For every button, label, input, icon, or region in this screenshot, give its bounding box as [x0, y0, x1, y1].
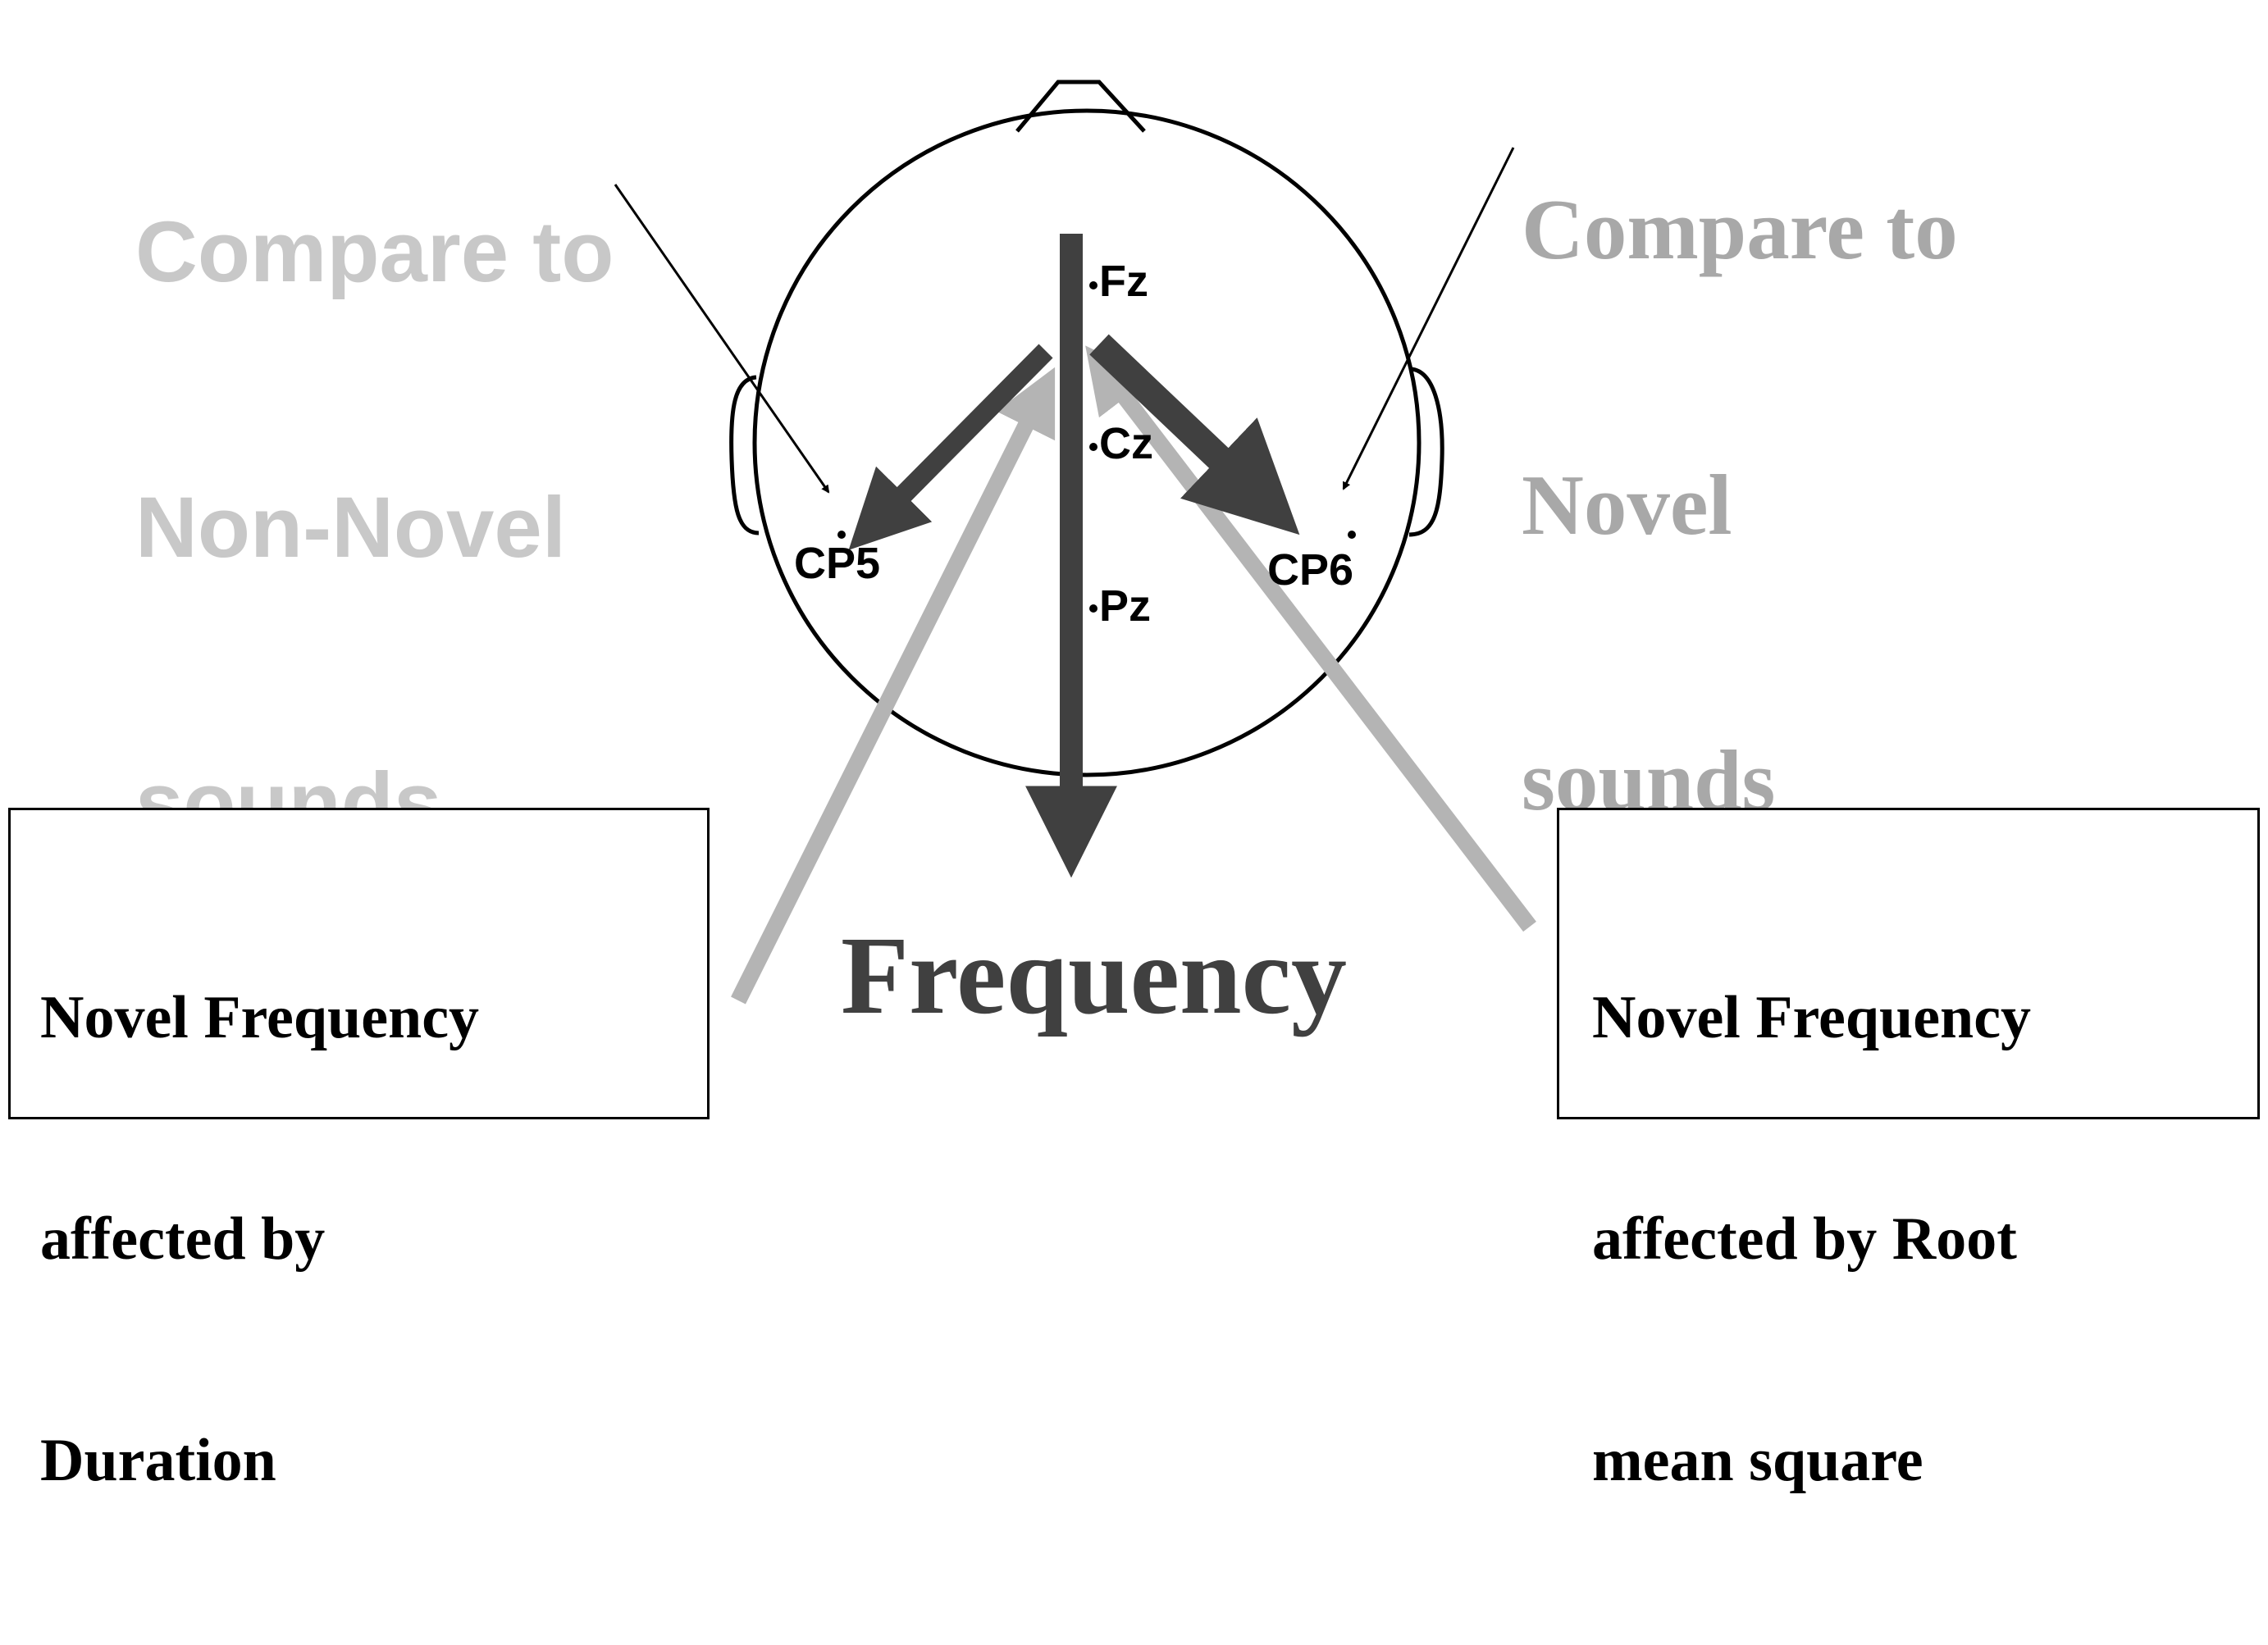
note-line: Compare to — [1522, 181, 1958, 277]
rms-effect-box: Novel Frequency affected by Root mean sq… — [1557, 808, 2260, 1494]
fz-dot — [1089, 281, 1097, 289]
duration-effect-box: Novel Frequency affected by Duration — [8, 808, 710, 1494]
left-ear-outline — [729, 375, 760, 535]
cz-dot — [1089, 443, 1097, 451]
box-line: Novel Frequency — [1592, 984, 2032, 1051]
cp6-arrow — [1089, 334, 1300, 535]
note-line: Non-Novel — [135, 480, 566, 576]
electrode-label-cp5: CP5 — [794, 539, 881, 588]
cp5-arrow — [848, 344, 1053, 550]
box-line: affected by Root — [1592, 1205, 2017, 1273]
scalp-outline — [752, 108, 1421, 777]
diagram-canvas: Compare to Non-Novel sounds Compare to N… — [8, 0, 2260, 1494]
cp5-dot — [837, 531, 846, 539]
cp6-dot — [1348, 531, 1356, 539]
electrode-label-fz: Fz — [1099, 257, 1148, 306]
box-line: affected by — [40, 1205, 326, 1273]
box-line: mean square — [1592, 1427, 1923, 1494]
box-line: Novel Frequency — [40, 984, 480, 1051]
duration-arrow — [731, 367, 1056, 1005]
note-line: Compare to — [135, 204, 614, 300]
right-note-pointer — [1342, 147, 1515, 490]
novel-comparison-note: Compare to Novel sounds — [1522, 0, 1958, 1010]
electrode-label-pz: Pz — [1099, 581, 1152, 631]
box-line: Duration — [40, 1427, 276, 1494]
nose-outline — [1015, 80, 1146, 133]
head-diagram — [614, 80, 1536, 1005]
frequency-label: Frequency — [841, 914, 1347, 1037]
left-note-pointer — [614, 184, 830, 494]
electrode-label-cz: Cz — [1099, 419, 1153, 468]
right-ear-outline — [1408, 367, 1444, 537]
electrode-label-cp6: CP6 — [1267, 545, 1354, 595]
pz-dot — [1089, 604, 1097, 613]
note-line: Novel — [1522, 457, 1732, 553]
rms-arrow — [1085, 345, 1536, 932]
